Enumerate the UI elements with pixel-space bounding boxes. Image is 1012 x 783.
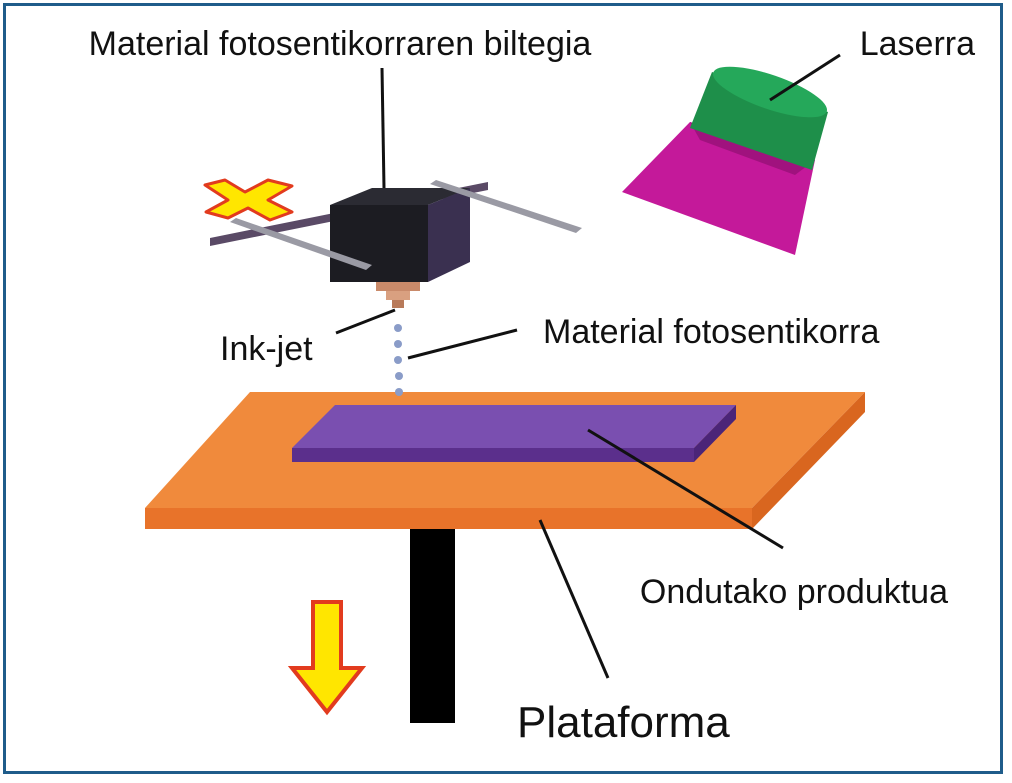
leader-reservoir: [380, 67, 386, 189]
leader-laser: [769, 53, 841, 102]
leader-platform: [538, 519, 610, 679]
label-inkjet: Ink-jet: [220, 330, 313, 368]
front-guide-rail-right: [430, 180, 582, 233]
laser-unit: [622, 66, 828, 255]
down-arrow-icon: [287, 600, 367, 716]
xy-cross-icon: [203, 178, 294, 222]
platform-support-pillar: [410, 520, 455, 723]
finished-product: [292, 405, 736, 462]
leader-material: [407, 328, 518, 360]
label-laser: Laserra: [860, 25, 975, 63]
label-reservoir: Material fotosentikorraren biltegia: [89, 25, 592, 63]
label-product: Ondutako produktua: [640, 573, 948, 611]
leader-product: [587, 428, 784, 550]
leader-lines: [335, 53, 841, 679]
label-material: Material fotosentikorra: [543, 313, 879, 351]
front-guide-rail-left: [230, 218, 372, 270]
laser-body: [690, 72, 828, 170]
leader-inkjet: [335, 308, 396, 335]
material-droplets: [394, 324, 403, 396]
print-head: [330, 188, 470, 308]
label-platform: Plataforma: [517, 698, 730, 747]
diagram-frame: [3, 3, 1003, 774]
